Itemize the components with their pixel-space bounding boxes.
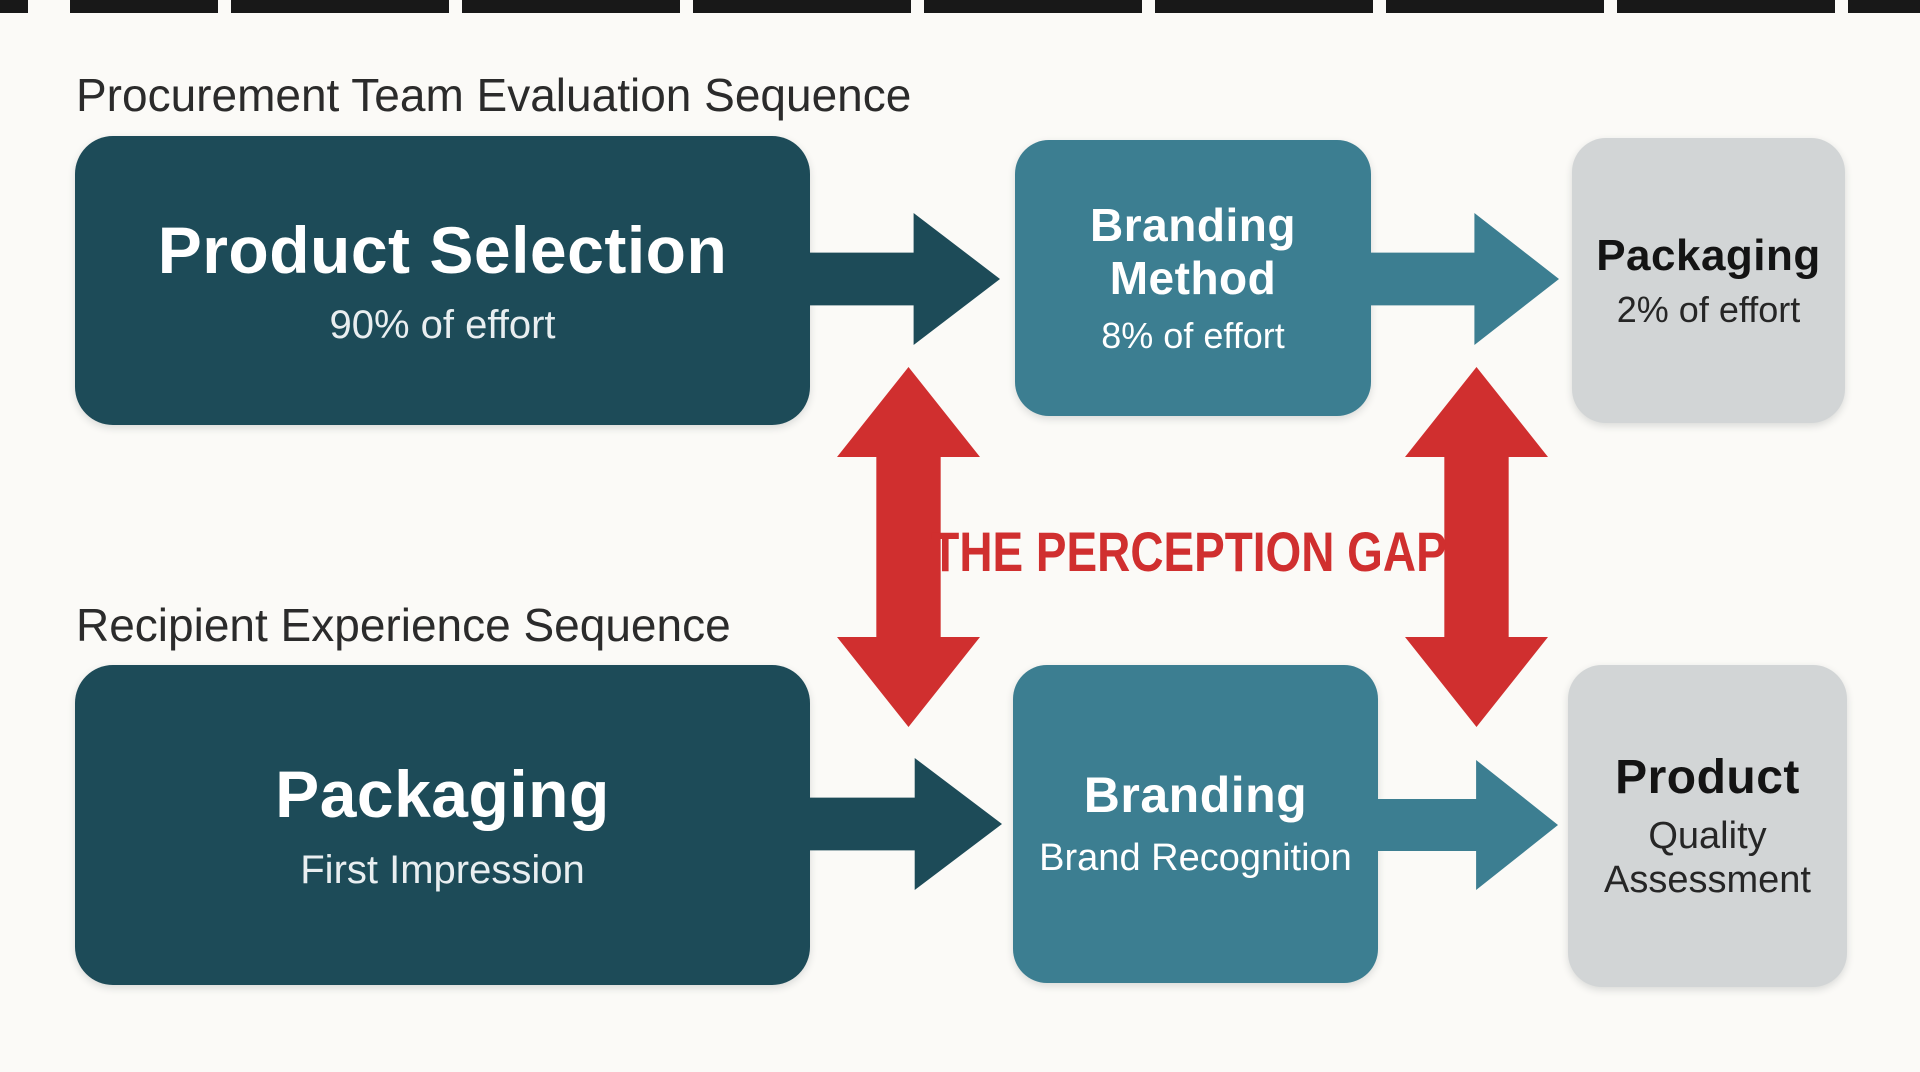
top-dashed-bar [0, 0, 1920, 13]
branding-recognition-box: Branding Brand Recognition [1013, 665, 1378, 983]
packaging-effort-box: Packaging 2% of effort [1572, 138, 1845, 423]
box-title: Product [1615, 750, 1800, 804]
recipient-sequence-label: Recipient Experience Sequence [76, 599, 731, 651]
box-title: Branding [1083, 767, 1308, 824]
top-bar-notch [28, 0, 70, 13]
arrow-right-icon [808, 758, 1002, 890]
branding-method-box: Branding Method 8% of effort [1015, 140, 1371, 416]
box-title: Packaging [275, 757, 610, 832]
product-quality-box: Product Quality Assessment [1568, 665, 1847, 987]
packaging-impression-box: Packaging First Impression [75, 665, 810, 985]
box-subtitle: 90% of effort [329, 303, 556, 348]
arrow-right-icon [1371, 213, 1559, 345]
box-subtitle: 8% of effort [1101, 315, 1285, 357]
box-subtitle: Quality Assessment [1604, 814, 1811, 901]
box-title: Packaging [1596, 230, 1821, 280]
box-subtitle: Brand Recognition [1039, 836, 1352, 879]
box-subtitle: 2% of effort [1616, 289, 1801, 331]
arrow-right-icon [1376, 760, 1558, 890]
arrow-right-icon [808, 213, 1000, 345]
procurement-sequence-label: Procurement Team Evaluation Sequence [76, 69, 912, 121]
box-title: Product Selection [157, 212, 728, 287]
box-title: Branding Method [1090, 199, 1296, 305]
perception-gap-title: THE PERCEPTION GAP [931, 519, 1447, 583]
product-selection-box: Product Selection 90% of effort [75, 136, 810, 425]
box-subtitle: First Impression [300, 847, 585, 892]
